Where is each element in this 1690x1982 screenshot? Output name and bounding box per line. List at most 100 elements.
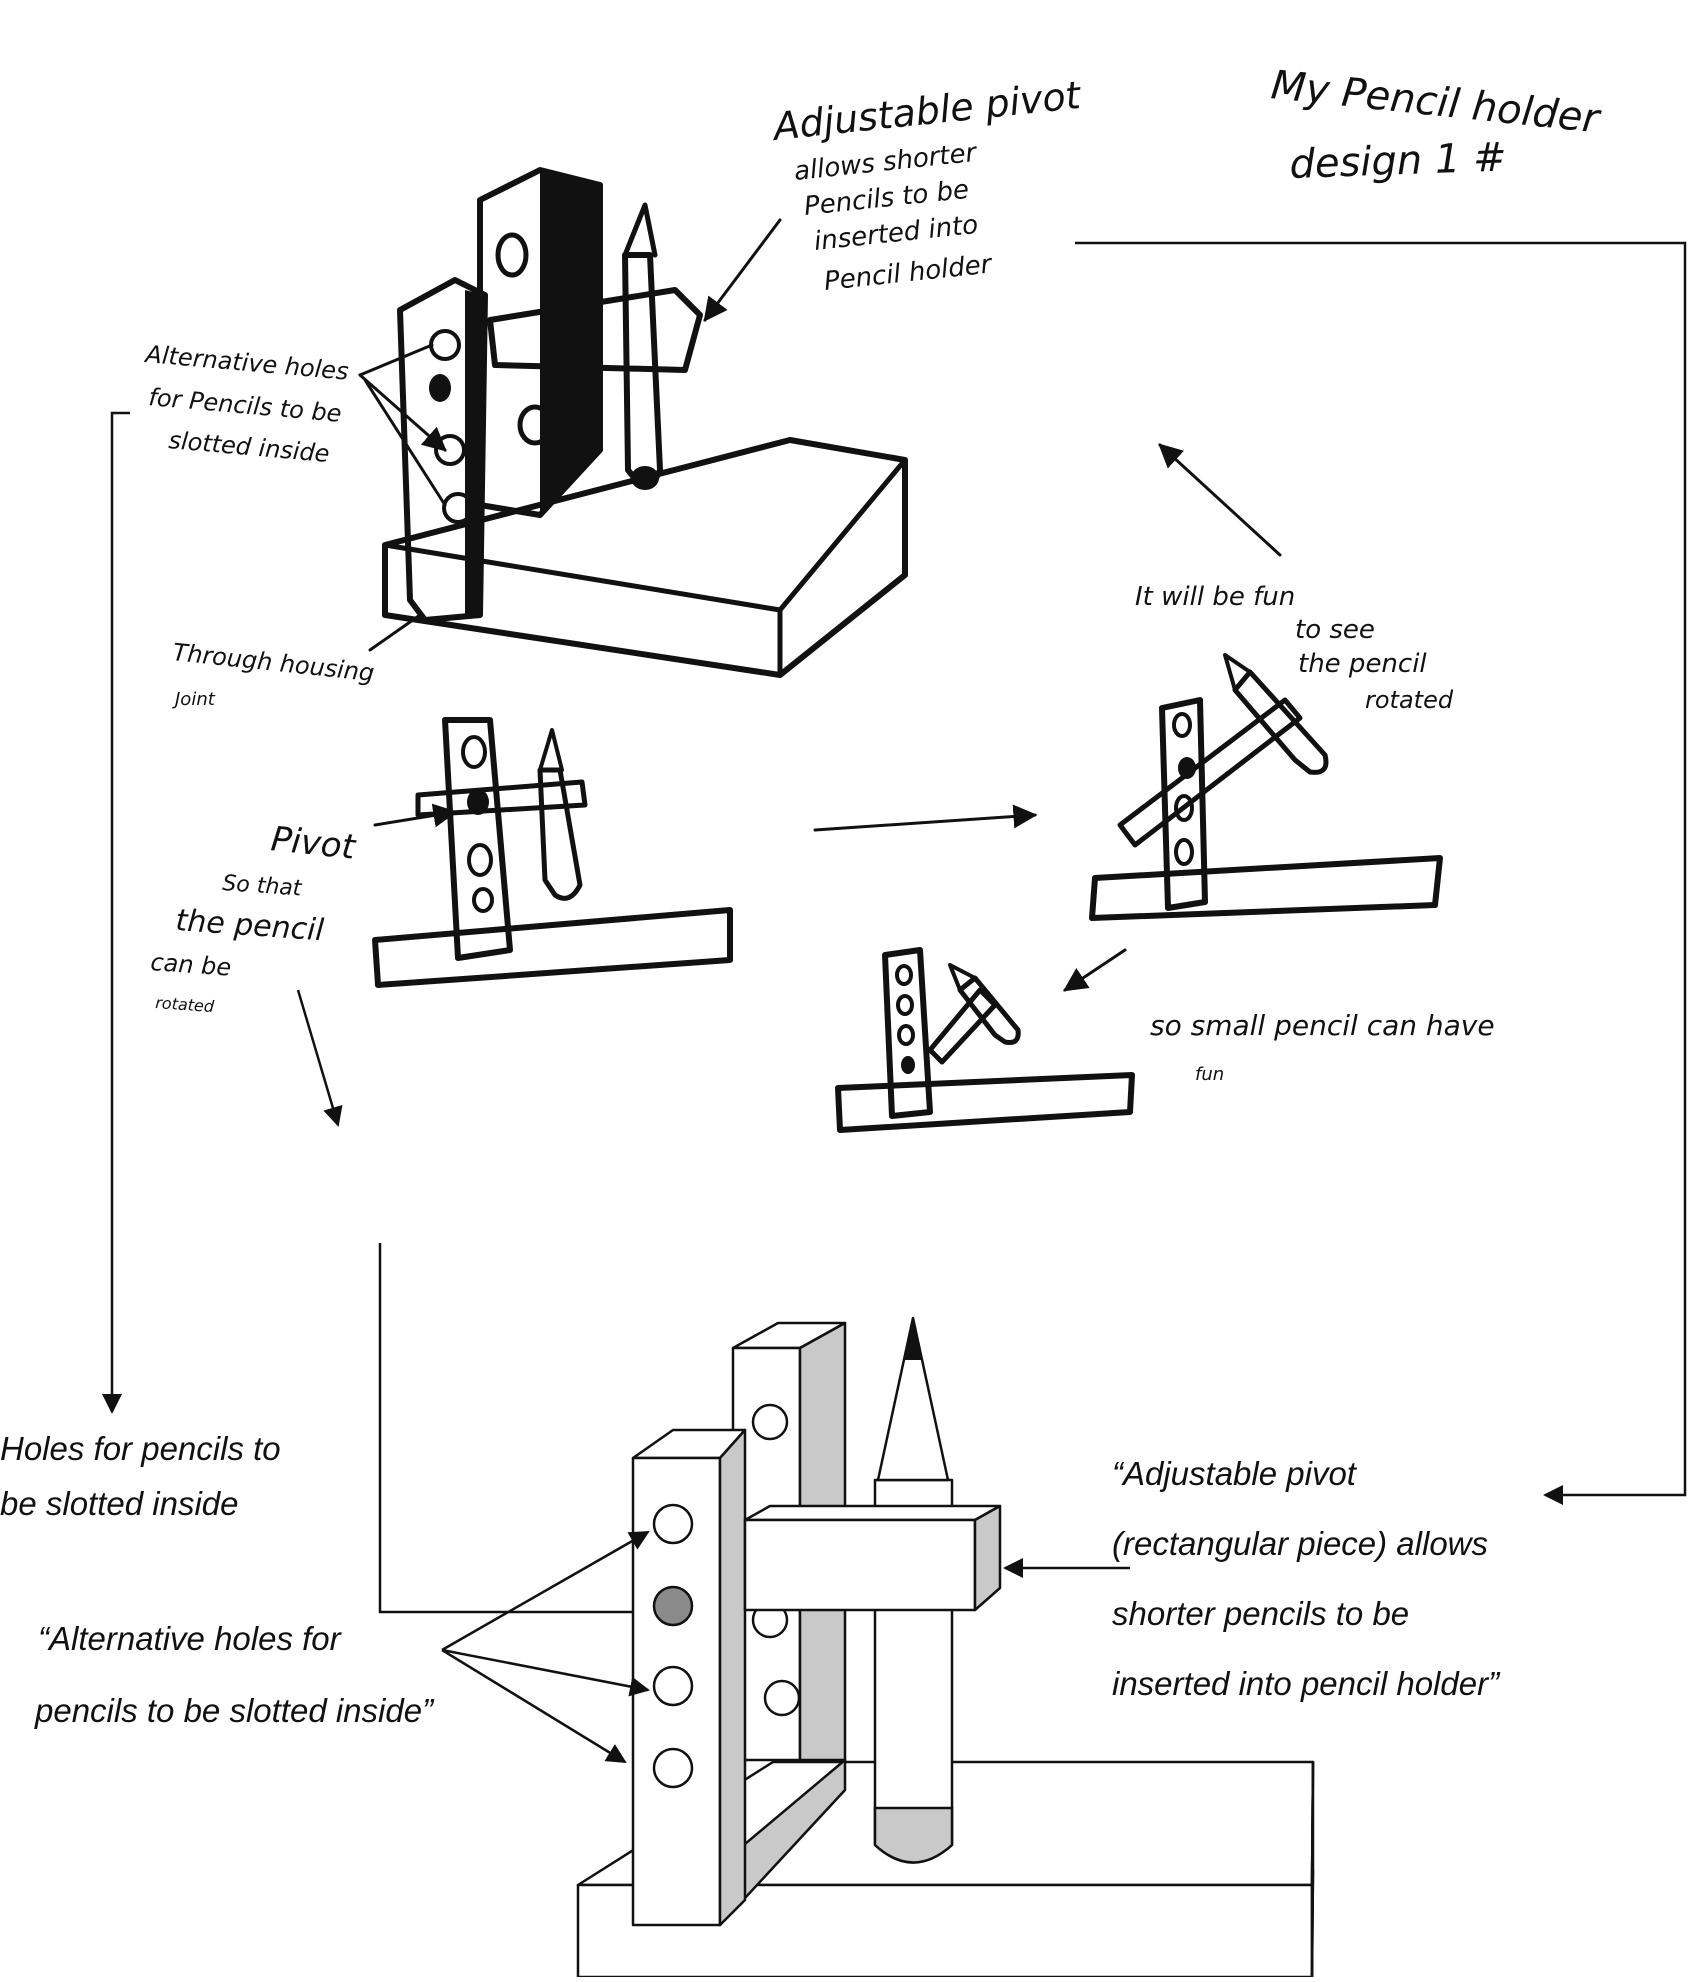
cad-label-alternative-holes: “Alternative holes for pencils to be slo…: [34, 1620, 435, 1729]
side-pivot-arrow: [373, 803, 458, 828]
sketch-pivot-arrow: [703, 218, 782, 322]
cad-pivot-front: [743, 1518, 977, 1612]
note-line: It will be fun: [1135, 582, 1295, 612]
rotated-base: [1089, 855, 1443, 921]
cad-label-line: “Alternative holes for: [38, 1620, 343, 1657]
sketch-back-upright-shade: [540, 170, 600, 515]
sketch-holes-arrow: [358, 373, 447, 452]
cad-hole-filled: [652, 1585, 694, 1627]
note-line: slotted inside: [167, 426, 330, 468]
cad-back-hole: [763, 1679, 801, 1717]
cad-hole: [652, 1665, 694, 1707]
cad-label-line: (rectangular piece) allows: [1112, 1525, 1488, 1562]
cad-label-line: “Adjustable pivot: [1112, 1455, 1358, 1492]
cad-label-line: pencils to be slotted inside”: [34, 1692, 435, 1729]
sketch-small-pencil-view: [835, 947, 1135, 1133]
note-line: rotated: [155, 993, 216, 1016]
rotated-hole: [1174, 794, 1194, 822]
connectors: [102, 241, 1687, 1622]
cad-arrow-hole-4: [441, 1648, 627, 1764]
side-pencil: [537, 767, 583, 901]
cad-pencil-eraser: [873, 1806, 954, 1864]
side-hole: [467, 843, 493, 877]
cad-render: [441, 1316, 1315, 1979]
cad-label-line: inserted into pencil holder”: [1112, 1665, 1501, 1702]
note-line: rotated: [1365, 686, 1454, 714]
cad-base-edges: [1310, 1761, 1315, 1978]
cad-label-adjustable-pivot: “Adjustable pivot (rectangular piece) al…: [1112, 1455, 1501, 1702]
cad-arrow-hole-1: [441, 1530, 650, 1652]
sketch-rotated-view: [1089, 443, 1443, 921]
note-line: Alternative holes: [142, 340, 349, 386]
note-line: so small pencil can have: [1150, 1009, 1495, 1042]
small-upright: [882, 947, 933, 1119]
connector-pivot-down: [296, 989, 343, 1127]
sketch-holes-arrow: [358, 343, 434, 377]
small-pencil: [957, 975, 1021, 1045]
cad-label-line: Holes for pencils to: [0, 1430, 281, 1467]
small-hole: [895, 964, 913, 986]
small-pencil-tip: [948, 963, 977, 992]
sketch-pencil-eraser: [631, 466, 659, 490]
sketch-pivot-bar: [487, 287, 703, 373]
cad-pivot-top: [743, 1504, 1002, 1522]
cad-hole: [652, 1503, 694, 1545]
note-line: Joint: [172, 689, 216, 710]
note-line: the pencil: [174, 903, 325, 948]
cad-pivot-side: [973, 1504, 1002, 1612]
sketch-base: [382, 437, 908, 678]
small-hole: [896, 994, 914, 1016]
flow-arrow-down-left: [1063, 948, 1127, 992]
small-hole: [897, 1024, 915, 1046]
note-line: can be: [150, 948, 233, 982]
side-hole: [472, 887, 494, 913]
side-upright: [442, 717, 513, 961]
sketch-note-pivot: Pivot So that the pencil can be rotated: [150, 819, 359, 1016]
rotated-hole: [1174, 838, 1194, 866]
cad-hole: [652, 1747, 694, 1789]
sketch-note-alternative-holes: Alternative holes for Pencils to be slot…: [142, 340, 349, 468]
small-hole-filled: [901, 1056, 915, 1074]
side-hole: [461, 735, 487, 769]
side-hole-filled: [467, 789, 489, 815]
sketch-hole: [434, 434, 466, 466]
sketch-front-upright-shade: [465, 290, 485, 615]
cad-pencil-lead: [904, 1318, 922, 1360]
flow-arrow-up: [1158, 443, 1282, 557]
sketch-back-hole: [517, 404, 553, 446]
cad-front-upright-side: [718, 1428, 747, 1927]
sketch-pencil-tip: [622, 202, 658, 258]
cad-label-line: shorter pencils to be: [1112, 1595, 1409, 1632]
sketch-base-edges: [382, 457, 908, 678]
note-line: fun: [1195, 1064, 1224, 1085]
note-line: Pencil holder: [823, 249, 995, 297]
rotated-hole: [1172, 712, 1192, 738]
title-line-1: My Pencil holder: [1269, 62, 1604, 142]
sketch-hole-filled: [429, 374, 451, 402]
title-block: My Pencil holder design 1 #: [1269, 62, 1604, 188]
note-heading: Pivot: [269, 819, 359, 868]
sketch-back-hole: [495, 232, 529, 278]
note-line: to see: [1295, 615, 1375, 645]
cad-label-holes: Holes for pencils to be slotted inside: [0, 1430, 281, 1522]
connector-holes: [102, 411, 130, 1414]
side-pencil-tip: [538, 728, 564, 772]
sketch-holes-arrow: [363, 378, 447, 507]
sketch-note-adjustable-pivot: Adjustable pivot allows shorter Pencils …: [768, 73, 1084, 297]
rotated-upright: [1159, 697, 1208, 911]
rotated-pencil-tip: [1223, 653, 1252, 692]
connector-filled-hole: [378, 1243, 654, 1622]
sketch-note-fun-rotated: It will be fun to see the pencil rotated: [1135, 582, 1454, 714]
side-base: [372, 907, 733, 988]
sketch-note-through-housing: Through housing Joint: [171, 638, 375, 710]
small-base: [835, 1072, 1135, 1133]
side-pivot-bar: [415, 779, 588, 818]
note-line: Through housing: [171, 638, 375, 687]
cad-label-line: be slotted inside: [0, 1485, 239, 1522]
rotated-pencil: [1232, 669, 1329, 775]
cad-back-hole: [751, 1403, 789, 1441]
sketch-main-isometric: [358, 167, 908, 678]
note-line: the pencil: [1298, 649, 1427, 679]
